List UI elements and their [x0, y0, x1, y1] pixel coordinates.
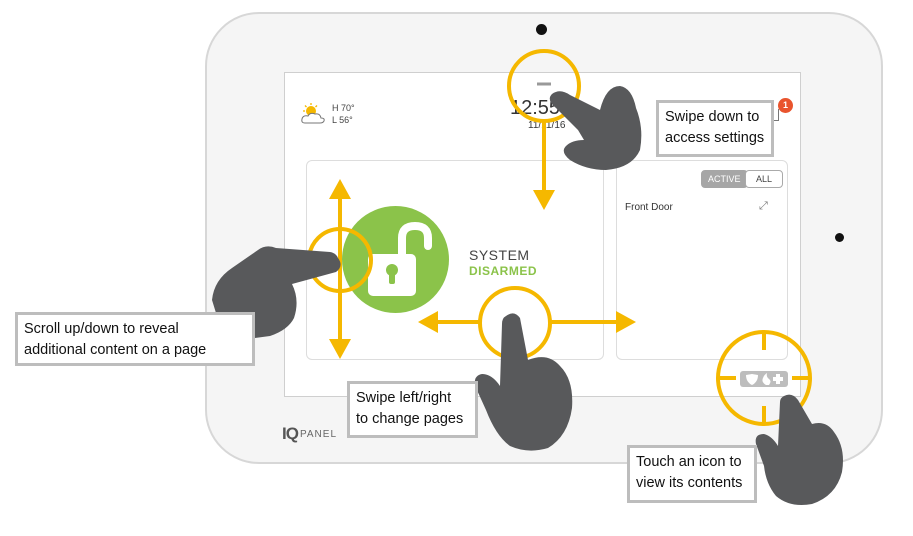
fire-icon [762, 373, 771, 385]
swipe-horizontal-gesture [418, 286, 636, 451]
callout-swipe-down-settings: Swipe down to access settings [656, 100, 774, 157]
door-open-icon: ⤢ [759, 200, 768, 212]
shield-icon [746, 374, 758, 385]
swipe-down-gesture [507, 49, 642, 210]
partly-cloudy-icon [301, 103, 325, 124]
callout-touch-icon: Touch an icon to view its contents [627, 445, 757, 503]
hand-pointing-icon [755, 394, 843, 505]
notification-badge[interactable]: 1 [778, 98, 793, 113]
callout-line: view its contents [636, 475, 743, 491]
brand-logo: IQ PANEL [282, 424, 337, 444]
callout-scroll-content: Scroll up/down to reveal additional cont… [15, 312, 255, 366]
tab-all[interactable]: ALL [745, 170, 783, 188]
callout-line: additional content on a page [24, 342, 207, 358]
disarmed-lock-button[interactable] [342, 206, 449, 313]
sensor-list-panel[interactable] [616, 160, 788, 360]
callout-line: Touch an icon to [636, 454, 742, 470]
unlocked-padlock-icon [368, 221, 432, 296]
medical-cross-icon [773, 374, 783, 384]
system-status-title: SYSTEM [469, 247, 530, 263]
callout-line: to change pages [356, 411, 464, 427]
weather-low: L 56° [332, 115, 353, 125]
hand-pointing-icon [549, 86, 642, 170]
hand-pointing-icon [474, 313, 573, 451]
callout-line: Swipe down to [665, 109, 760, 125]
callout-line: Swipe left/right [356, 390, 452, 406]
callout-swipe-pages: Swipe left/right to change pages [347, 381, 478, 438]
weather-widget[interactable]: H 70° L 56° [300, 102, 355, 126]
clock-date: 11/11/16 [528, 120, 566, 131]
camera-dot [536, 24, 547, 35]
system-status-value: DISARMED [469, 264, 538, 278]
touch-icon-gesture [716, 330, 843, 505]
sensor-item-front-door[interactable]: Front Door [625, 202, 673, 213]
weather-high: H 70° [332, 103, 355, 113]
side-sensor-dot [835, 233, 844, 242]
callout-line: access settings [665, 130, 765, 146]
weather-temps: H 70° L 56° [332, 102, 355, 126]
brand-logo-text: PANEL [299, 428, 338, 440]
brand-logo-mark: IQ [282, 424, 299, 443]
callout-line: Scroll up/down to reveal [24, 321, 179, 337]
